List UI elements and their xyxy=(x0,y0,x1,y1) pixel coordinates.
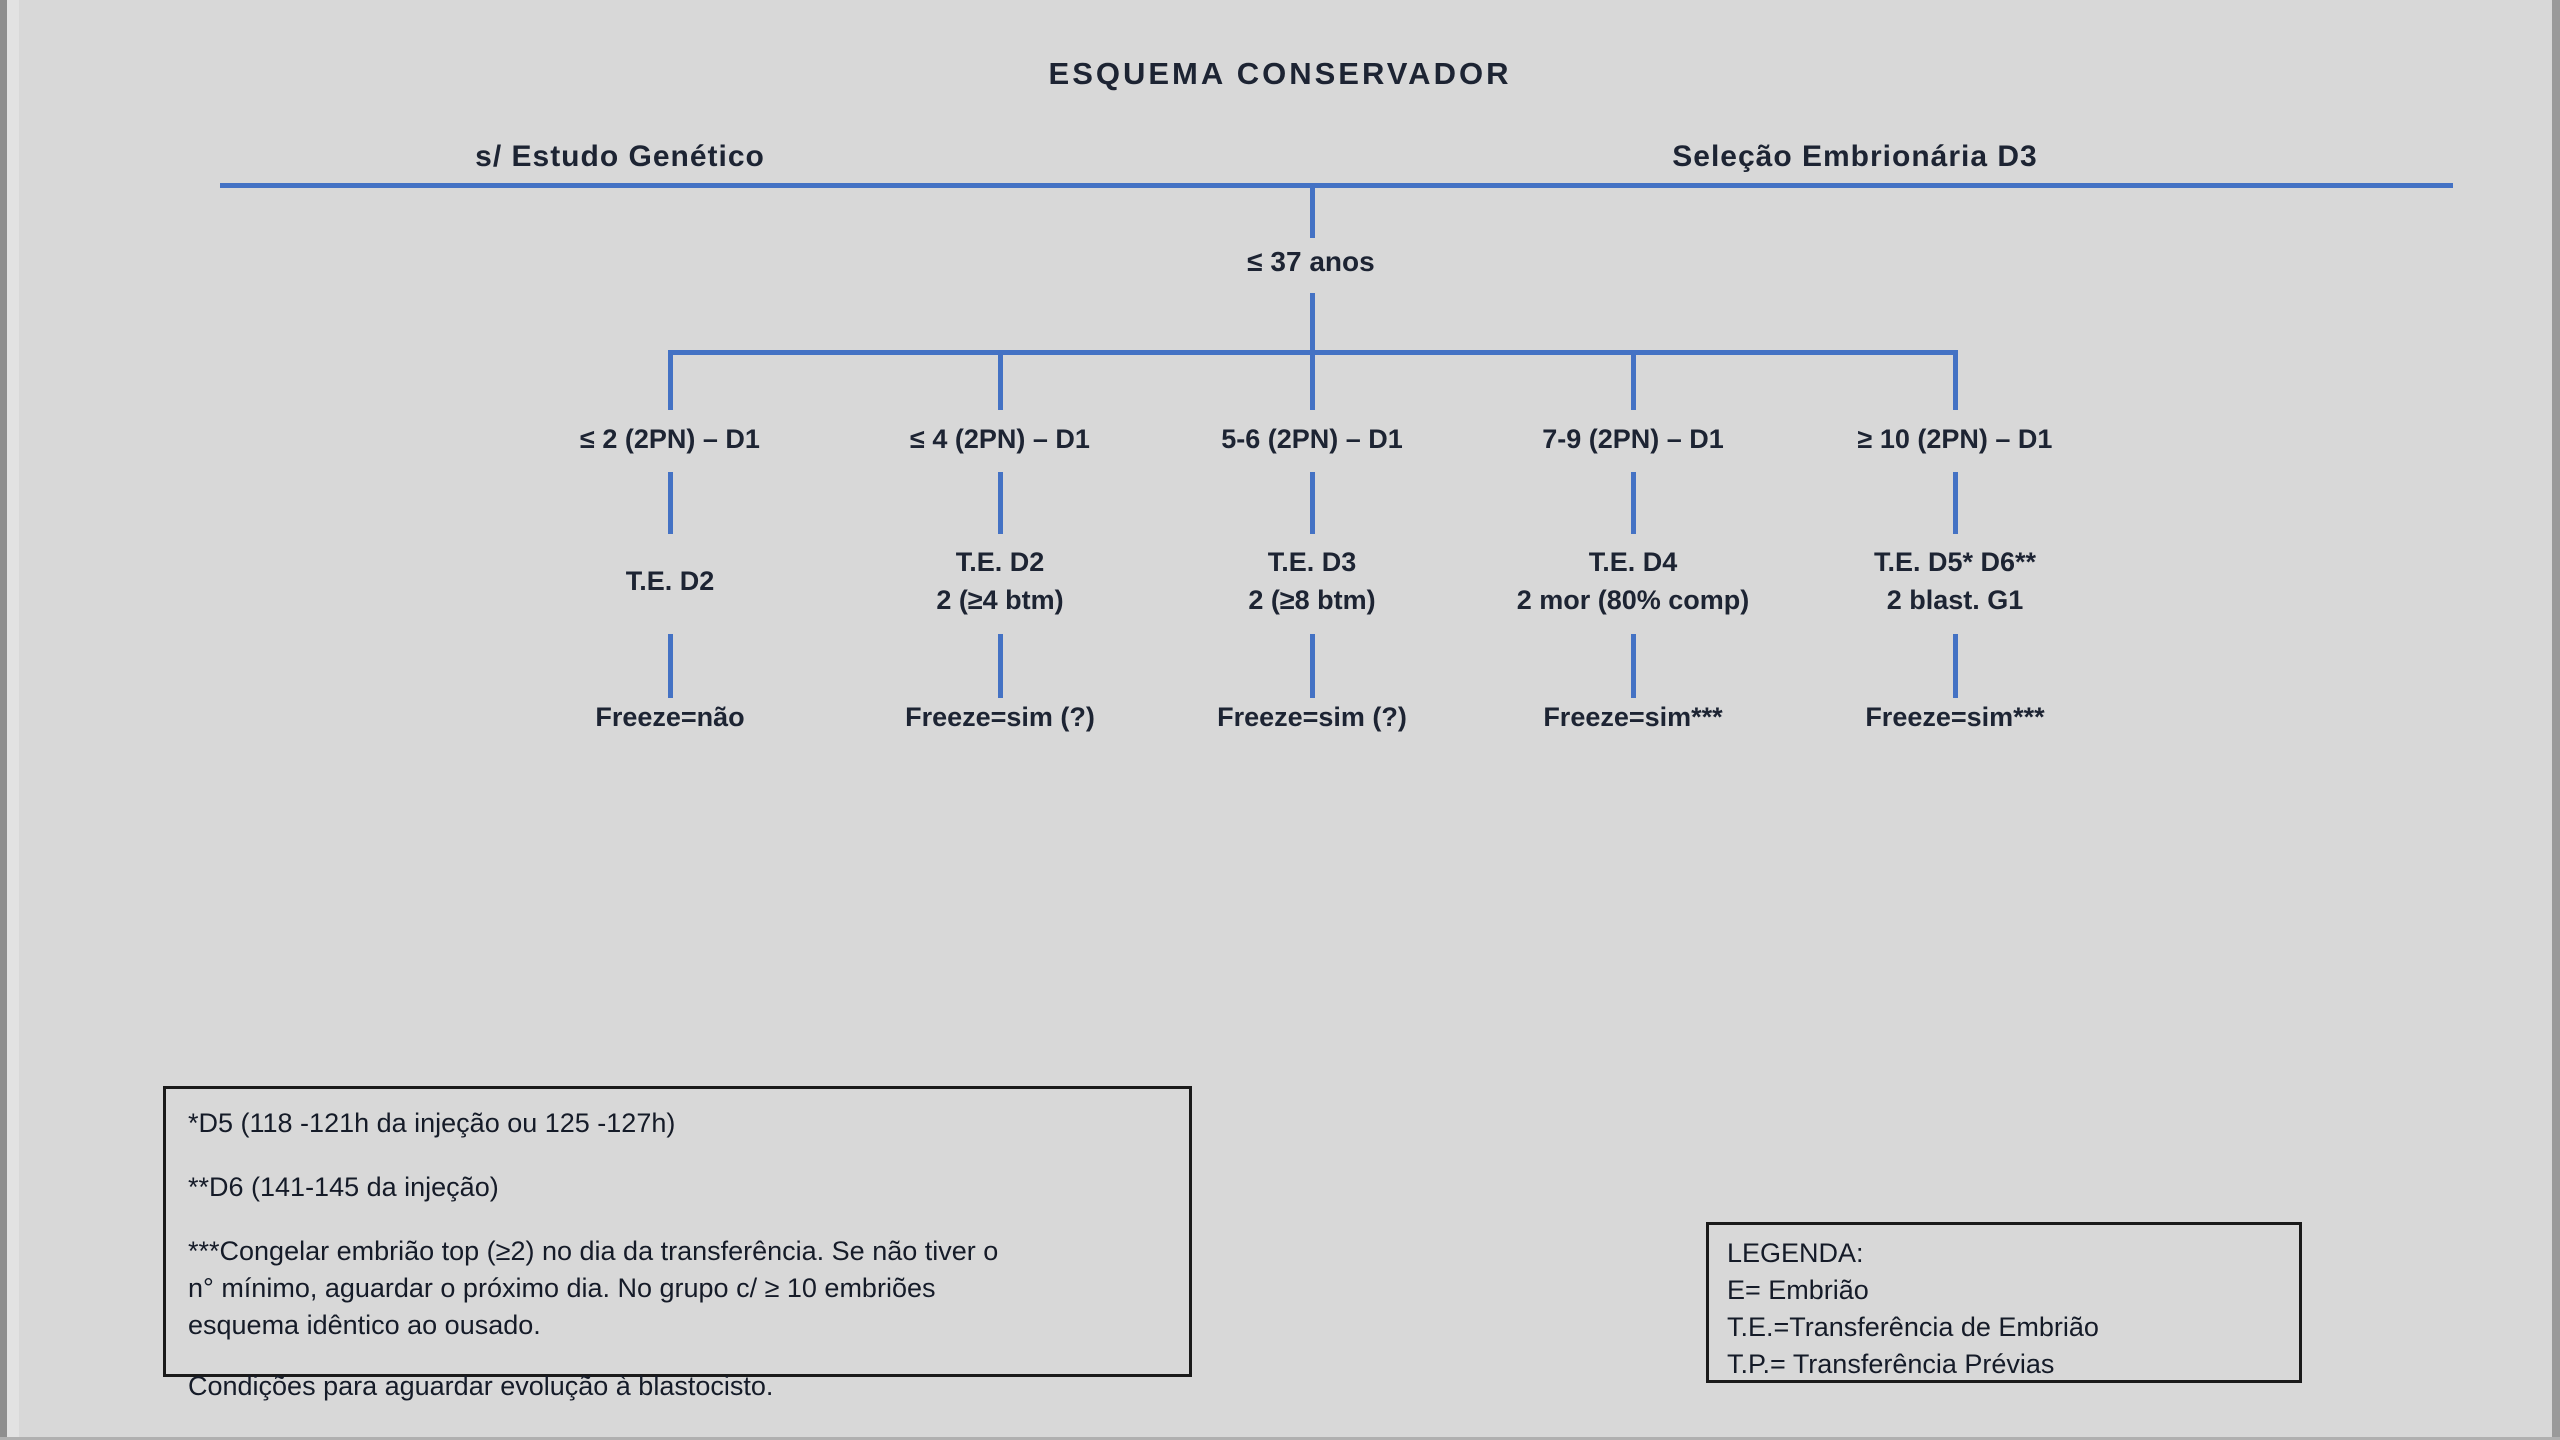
legend-item-embryo: E= Embrião xyxy=(1727,1275,1869,1305)
freeze-node-4: Freeze=sim*** xyxy=(1543,702,1723,732)
connector-col1-a xyxy=(668,355,673,410)
connector-col2-b xyxy=(998,472,1003,534)
connector-col2-c xyxy=(998,634,1003,698)
page-title: ESQUEMA CONSERVADOR xyxy=(1048,56,1512,91)
slide-bottom-edge xyxy=(0,1437,2560,1440)
legend-item-te: T.E.=Transferência de Embrião xyxy=(1727,1312,2099,1342)
connector-col1-c xyxy=(668,634,673,698)
connector-col4-b xyxy=(1631,472,1636,534)
footnotes-box: *D5 (118 -121h da injeção ou 125 -127h) … xyxy=(163,1086,1192,1401)
te-node-4-line2: 2 mor (80% comp) xyxy=(1516,585,1750,615)
freeze-node-2: Freeze=sim (?) xyxy=(905,702,1095,732)
header-left-no-genetic-study: s/ Estudo Genético xyxy=(475,140,765,173)
connector-col4-a xyxy=(1631,355,1636,410)
slide-left-edge xyxy=(0,0,7,1440)
branch-node-1: ≤ 2 (2PN) – D1 xyxy=(580,424,760,454)
connector-col2-a xyxy=(998,355,1003,410)
te-node-5: T.E. D5* D6** 2 blast. G1 xyxy=(1765,538,2145,624)
connector-branch-bar xyxy=(668,350,1958,355)
footnote-d5: *D5 (118 -121h da injeção ou 125 -127h) xyxy=(188,1108,676,1138)
slide-right-edge xyxy=(2552,0,2560,1440)
te-node-1: T.E. D2 xyxy=(480,538,860,624)
header-right-embryo-selection-d3: Seleção Embrionária D3 xyxy=(1672,140,2038,173)
branch-node-2: ≤ 4 (2PN) – D1 xyxy=(910,424,1090,454)
legend-title: LEGENDA: xyxy=(1727,1238,1864,1268)
connector-col3-b xyxy=(1310,472,1315,534)
connector-root-bottom xyxy=(1310,293,1315,352)
branch-node-4: 7-9 (2PN) – D1 xyxy=(1542,424,1724,454)
footnote-d6: **D6 (141-145 da injeção) xyxy=(188,1172,499,1202)
te-node-5-line2: 2 blast. G1 xyxy=(1886,585,2024,615)
slide-left-highlight xyxy=(7,0,19,1440)
header-underline xyxy=(220,183,2453,188)
freeze-node-5: Freeze=sim*** xyxy=(1865,702,2045,732)
te-node-3: T.E. D3 2 (≥8 btm) xyxy=(1122,538,1502,624)
connector-col4-c xyxy=(1631,634,1636,698)
te-node-4-line1: T.E. D4 xyxy=(1588,547,1678,577)
branch-node-3: 5-6 (2PN) – D1 xyxy=(1221,424,1403,454)
connector-col1-b xyxy=(668,472,673,534)
te-node-1-line1: T.E. D2 xyxy=(625,566,715,596)
te-node-2-line1: T.E. D2 xyxy=(955,547,1045,577)
branch-node-5: ≥ 10 (2PN) – D1 xyxy=(1857,424,2053,454)
te-node-4: T.E. D4 2 mor (80% comp) xyxy=(1443,538,1823,624)
legend-box: LEGENDA: E= Embrião T.E.=Transferência d… xyxy=(1706,1222,2302,1383)
te-node-2-line2: 2 (≥4 btm) xyxy=(936,585,1064,615)
footnote-conditions: Condições para aguardar evolução à blast… xyxy=(188,1371,774,1401)
connector-col3-c xyxy=(1310,634,1315,698)
root-node-age: ≤ 37 anos xyxy=(1247,246,1375,277)
connector-col5-b xyxy=(1953,472,1958,534)
freeze-node-3: Freeze=sim (?) xyxy=(1217,702,1407,732)
connector-col5-a xyxy=(1953,355,1958,410)
freeze-node-1: Freeze=não xyxy=(595,702,745,732)
te-node-2: T.E. D2 2 (≥4 btm) xyxy=(810,538,1190,624)
legend-item-tp: T.P.= Transferência Prévias xyxy=(1727,1349,2055,1379)
connector-col5-c xyxy=(1953,634,1958,698)
te-node-3-line1: T.E. D3 xyxy=(1267,547,1357,577)
connector-col3-a xyxy=(1310,355,1315,410)
te-node-3-line2: 2 (≥8 btm) xyxy=(1248,585,1376,615)
footnote-freeze-rule: ***Congelar embrião top (≥2) no dia da t… xyxy=(188,1236,999,1340)
te-node-5-line1: T.E. D5* D6** xyxy=(1873,547,2037,577)
connector-root-top xyxy=(1310,188,1315,238)
